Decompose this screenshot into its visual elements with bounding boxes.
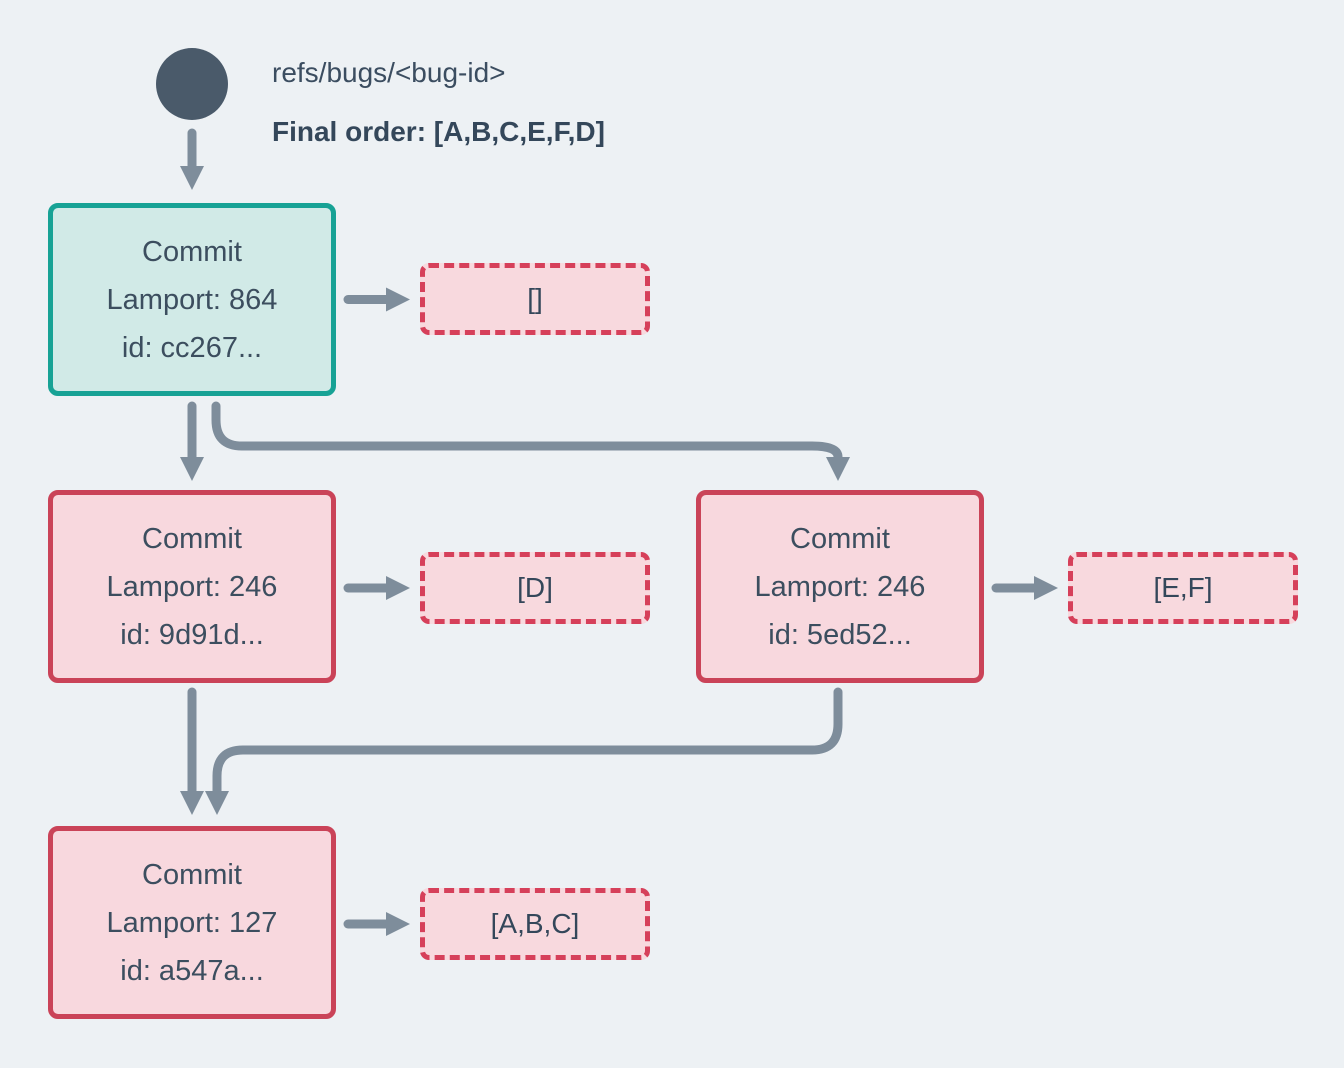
ops-label: [D]: [517, 572, 553, 603]
ops-label: [A,B,C]: [490, 908, 580, 939]
commit-node-bottom: Commit Lamport: 127 id: a547a...: [48, 826, 336, 1019]
ops-label: []: [527, 283, 543, 314]
commit-title: Commit: [790, 522, 890, 555]
commit-id: id: cc267...: [121, 331, 263, 364]
ref-label: refs/bugs/<bug-id>: [272, 57, 506, 88]
commit-lamport: Lamport: 127: [106, 906, 278, 939]
ops-list-left: [D]: [420, 552, 650, 624]
commit-lamport: Lamport: 246: [106, 570, 278, 603]
ops-list-right: [E,F]: [1068, 552, 1298, 624]
ref-head-dot-icon: [156, 48, 228, 120]
edge-root-to-right: [211, 401, 850, 481]
commit-title: Commit: [142, 235, 242, 268]
commit-node-root: Commit Lamport: 864 id: cc267...: [48, 203, 336, 396]
commit-lamport: Lamport: 864: [106, 283, 278, 316]
ops-list-bottom: [A,B,C]: [420, 888, 650, 960]
edge-right-to-bottom: [204, 687, 843, 816]
ops-list-root: []: [420, 263, 650, 335]
commit-id: id: 9d91d...: [120, 618, 264, 651]
final-order-label: Final order: [A,B,C,E,F,D]: [272, 116, 605, 147]
commit-node-left: Commit Lamport: 246 id: 9d91d...: [48, 490, 336, 683]
commit-lamport: Lamport: 246: [754, 570, 926, 603]
commit-node-right: Commit Lamport: 246 id: 5ed52...: [696, 490, 984, 683]
commit-title: Commit: [142, 858, 242, 891]
commit-id: id: a547a...: [120, 954, 264, 987]
ops-label: [E,F]: [1153, 572, 1213, 603]
commit-title: Commit: [142, 522, 242, 555]
commit-id: id: 5ed52...: [768, 618, 912, 651]
